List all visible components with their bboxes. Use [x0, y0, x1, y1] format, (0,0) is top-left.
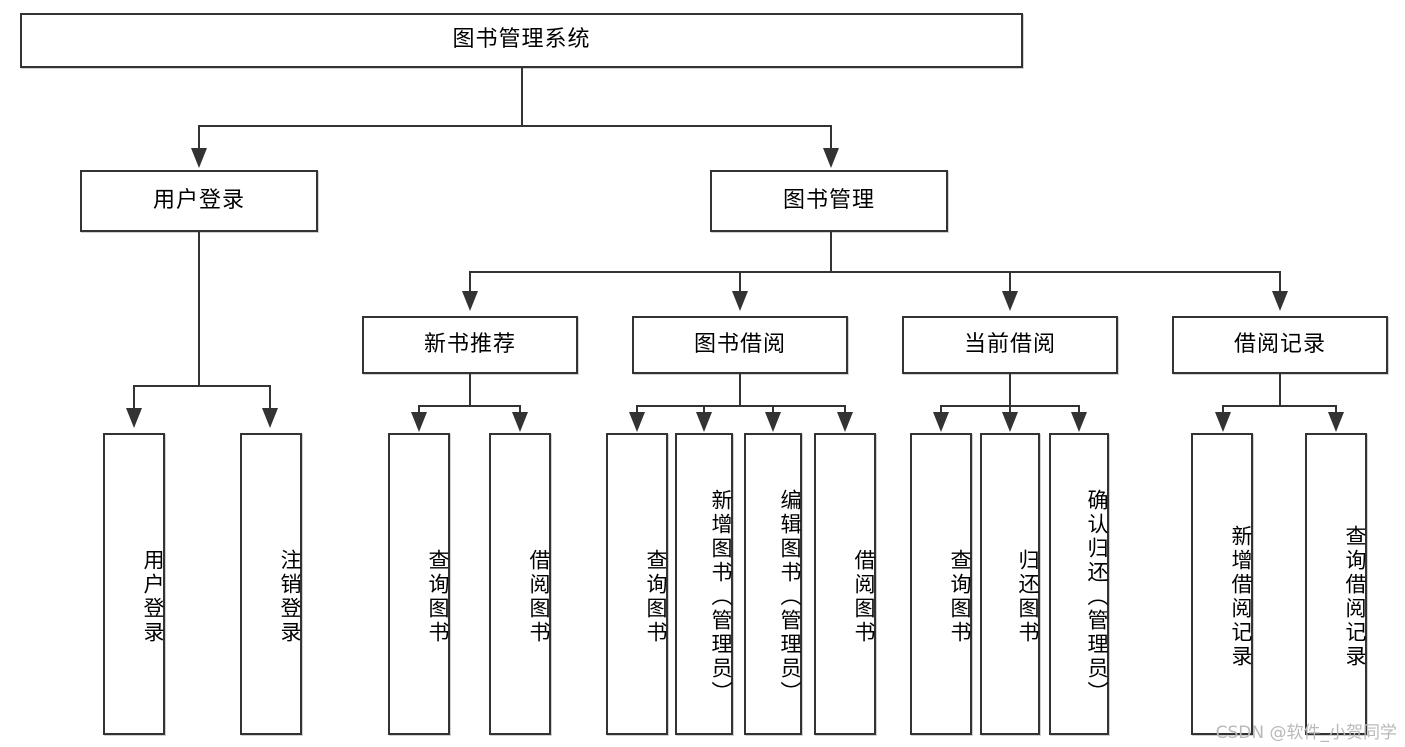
edge-root-bus: [198, 125, 832, 127]
arrowhead-leaf-query-book-3: [933, 412, 949, 432]
node-leaf-query-book-2[interactable]: 查询图书: [606, 433, 668, 735]
node-leaf-add-book-label: 新增图书（管理员）: [709, 489, 733, 705]
node-leaf-borrow-book-2[interactable]: 借阅图书: [814, 433, 876, 735]
arrowhead-book-manage: [823, 148, 839, 168]
node-leaf-borrow-book-2-label: 借阅图书: [852, 549, 876, 645]
edge-br-drop-1: [1222, 405, 1224, 417]
edge-user-login-drop-2: [269, 385, 271, 410]
node-leaf-add-record-label: 新增借阅记录: [1229, 525, 1253, 669]
edge-new-book-recommend-stem: [469, 374, 471, 406]
node-book-borrow-label: 图书借阅: [693, 331, 786, 357]
node-leaf-query-book-1-label: 查询图书: [426, 549, 450, 645]
arrowhead-leaf-query-book-1: [411, 412, 427, 432]
node-leaf-edit-book-label: 编辑图书（管理员）: [778, 489, 802, 705]
node-root-label: 图书管理系统: [452, 27, 591, 53]
node-leaf-user-logout[interactable]: 注销登录: [240, 433, 302, 735]
edge-root-to-user-login: [198, 125, 200, 150]
node-leaf-return-book[interactable]: 归还图书: [980, 433, 1040, 735]
arrowhead-leaf-edit-book: [765, 412, 781, 432]
node-book-manage-label: 图书管理: [782, 187, 875, 213]
edge-bb-drop-2: [703, 405, 705, 417]
node-leaf-query-book-2-label: 查询图书: [644, 549, 668, 645]
edge-bb-drop-4: [844, 405, 846, 417]
arrowhead-leaf-borrow-book-1: [512, 412, 528, 432]
node-new-book-recommend[interactable]: 新书推荐: [362, 316, 578, 374]
node-leaf-edit-book[interactable]: 编辑图书（管理员）: [744, 433, 802, 735]
edge-book-manage-stem: [830, 232, 832, 272]
node-leaf-user-logout-label: 注销登录: [278, 549, 302, 645]
node-leaf-query-book-3-label: 查询图书: [948, 549, 972, 645]
edge-borrow-record-stem: [1279, 374, 1281, 406]
edge-book-borrow-stem: [739, 374, 741, 406]
arrowhead-leaf-query-record: [1328, 412, 1344, 432]
edge-book-manage-bus: [469, 271, 1281, 273]
node-current-borrow[interactable]: 当前借阅: [902, 316, 1118, 374]
edge-cb-drop-1: [940, 405, 942, 417]
edge-user-login-bus: [133, 385, 270, 387]
arrowhead-leaf-query-book-2: [629, 412, 645, 432]
arrowhead-borrow-record: [1272, 291, 1288, 311]
node-leaf-confirm-return[interactable]: 确认归还（管理员）: [1049, 433, 1109, 735]
edge-current-borrow-stem: [1009, 374, 1011, 406]
node-leaf-add-record[interactable]: 新增借阅记录: [1191, 433, 1253, 735]
arrowhead-current-borrow: [1002, 291, 1018, 311]
edge-user-login-stem: [198, 232, 200, 386]
edge-br-drop-2: [1335, 405, 1337, 417]
node-book-manage[interactable]: 图书管理: [710, 170, 948, 232]
arrowhead-leaf-return-book: [1002, 412, 1018, 432]
edge-bb-drop-1: [636, 405, 638, 417]
edge-borrow-record-bus: [1222, 405, 1337, 407]
edge-book-manage-drop-3: [1009, 271, 1011, 293]
arrowhead-book-borrow: [732, 291, 748, 311]
edge-bb-drop-3: [772, 405, 774, 417]
node-leaf-query-book-3[interactable]: 查询图书: [910, 433, 972, 735]
node-leaf-return-book-label: 归还图书: [1016, 549, 1040, 645]
edge-book-manage-drop-2: [739, 271, 741, 293]
node-leaf-user-login-label: 用户登录: [141, 549, 165, 645]
arrowhead-leaf-user-login: [126, 408, 142, 428]
arrowhead-user-login: [191, 148, 207, 168]
edge-cb-drop-2: [1009, 405, 1011, 417]
node-user-login-label: 用户登录: [152, 187, 245, 213]
edge-book-manage-drop-4: [1279, 271, 1281, 293]
arrowhead-leaf-borrow-book-2: [837, 412, 853, 432]
node-leaf-query-record-label: 查询借阅记录: [1343, 525, 1367, 669]
node-root[interactable]: 图书管理系统: [20, 13, 1023, 68]
node-current-borrow-label: 当前借阅: [963, 331, 1056, 357]
node-leaf-borrow-book-1-label: 借阅图书: [527, 549, 551, 645]
edge-nbr-drop-2: [519, 405, 521, 417]
node-leaf-borrow-book-1[interactable]: 借阅图书: [489, 433, 551, 735]
node-leaf-add-book[interactable]: 新增图书（管理员）: [675, 433, 733, 735]
node-new-book-recommend-label: 新书推荐: [423, 331, 516, 357]
node-leaf-query-book-1[interactable]: 查询图书: [388, 433, 450, 735]
arrowhead-leaf-user-logout: [262, 408, 278, 428]
arrowhead-leaf-confirm-return: [1071, 412, 1087, 432]
edge-nbr-drop-1: [418, 405, 420, 417]
watermark-text: CSDN @软件_小贺同学: [1215, 723, 1397, 743]
edge-book-borrow-bus: [636, 405, 846, 407]
edge-root-stem: [521, 68, 523, 126]
edge-user-login-drop-1: [133, 385, 135, 410]
edge-new-book-recommend-bus: [418, 405, 521, 407]
node-borrow-record[interactable]: 借阅记录: [1172, 316, 1388, 374]
node-user-login[interactable]: 用户登录: [80, 170, 318, 232]
edge-cb-drop-3: [1078, 405, 1080, 417]
arrowhead-leaf-add-record: [1215, 412, 1231, 432]
arrowhead-new-book-recommend: [462, 291, 478, 311]
node-leaf-query-record[interactable]: 查询借阅记录: [1305, 433, 1367, 735]
edge-root-to-book-manage: [830, 125, 832, 150]
node-leaf-confirm-return-label: 确认归还（管理员）: [1085, 489, 1109, 705]
arrowhead-leaf-add-book: [696, 412, 712, 432]
edge-book-manage-drop-1: [469, 271, 471, 293]
node-borrow-record-label: 借阅记录: [1233, 331, 1326, 357]
node-leaf-user-login[interactable]: 用户登录: [103, 433, 165, 735]
node-book-borrow[interactable]: 图书借阅: [632, 316, 848, 374]
